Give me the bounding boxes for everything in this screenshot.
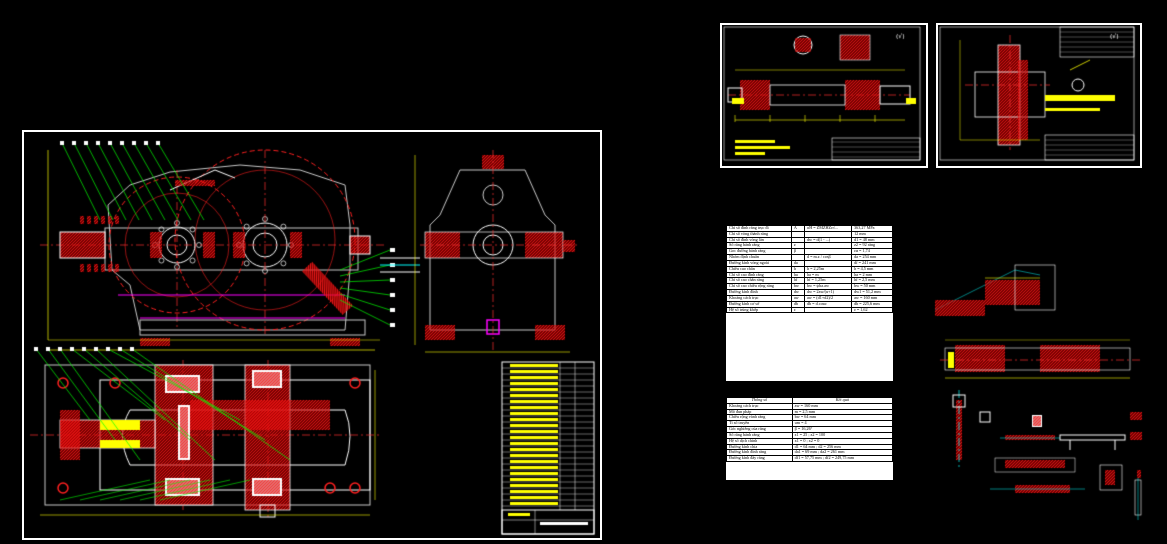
table-cell: h	[790, 265, 805, 273]
table-cell: hf	[790, 277, 805, 285]
shaft-drawing-sheet-frame	[720, 23, 928, 168]
table-cell: x1 = 0 ; x2 = 0	[791, 437, 893, 445]
table-cell: z1 = 25 ; z2 = 100	[791, 431, 893, 439]
table-cell: db = d.cosα	[803, 300, 853, 308]
table-cell: β = 16,26°	[791, 426, 893, 433]
table-cell: ha = m	[803, 271, 853, 279]
table-cell: ha = 2 mm	[851, 271, 893, 279]
table-cell: h = 4,5 mm	[851, 265, 893, 273]
table-cell: aw = 160 mm	[851, 294, 893, 302]
table-cell: aw = (d1+d2)/2	[803, 294, 853, 302]
table-cell: h = 2,25m	[803, 265, 853, 273]
table-cell: bw = 64 mm	[791, 414, 893, 422]
table-cell: da = 254 mm	[851, 254, 893, 261]
gear-drawing-sheet-frame	[936, 23, 1142, 168]
table-cell: Hệ số trùng khớp	[726, 306, 792, 314]
table-cell: hf = 2,5 mm	[851, 277, 893, 285]
table-cell	[803, 259, 853, 267]
table-cell: bw = ψba.aw	[803, 283, 853, 291]
table-cell: dw	[790, 289, 805, 296]
table-cell: ε	[790, 306, 805, 314]
table-cell	[803, 306, 853, 314]
table-cell: aw	[790, 294, 805, 302]
table-cell: db = 225,6 mm	[851, 300, 893, 308]
table-cell: da1 = 69 mm ; da2 = 261 mm	[791, 449, 893, 457]
table-cell: df1 = 57,75 mm ; df2 = 249,75 mm	[791, 455, 893, 463]
table-cell: ha	[790, 271, 805, 279]
table-cell	[790, 254, 805, 261]
table-cell: um = 4	[791, 420, 893, 428]
table-cell: d = m.z / cosβ	[803, 254, 853, 261]
table-cell: dw = 2aw/(u+1)	[803, 289, 853, 296]
table-cell: hf = 1,25m	[803, 277, 853, 285]
table-cell: da	[790, 259, 805, 267]
table-cell: d1 = 64 mm ; d2 = 256 mm	[791, 443, 893, 451]
table-cell: bw = 50 mm	[851, 283, 893, 291]
table-cell: aw = 160 mm	[791, 402, 893, 410]
table-header-result: Kết quả	[791, 397, 893, 404]
table-cell: Đường kính đáy răng	[726, 455, 793, 463]
main-assembly-sheet-frame	[22, 130, 602, 540]
table-cell: ε = 1,62	[851, 306, 893, 314]
table-cell: db	[790, 300, 805, 308]
table-cell: dw1 = 51,2 mm	[851, 289, 893, 296]
table-cell: bw	[790, 283, 805, 291]
table-cell: df = 241 mm	[851, 259, 893, 267]
table-cell: m = 2,5 mm	[791, 408, 893, 416]
